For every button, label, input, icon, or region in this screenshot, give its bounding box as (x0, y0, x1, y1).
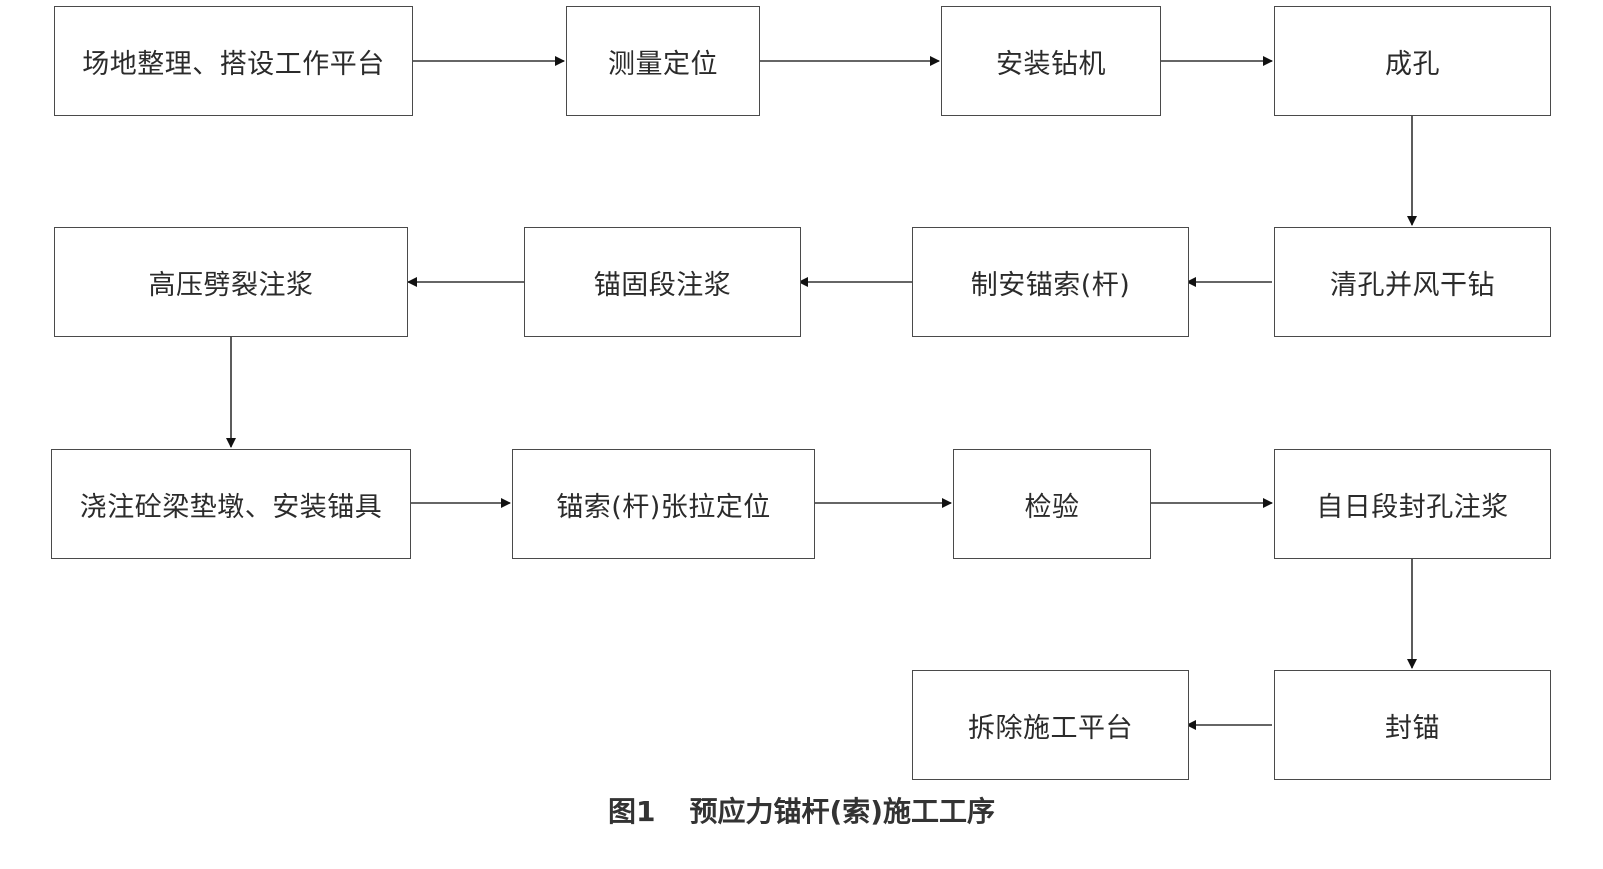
step-clean-hole: 清孔并风干钻 (1274, 227, 1551, 337)
figure-caption: 图1 预应力锚杆(索)施工工序 (0, 790, 1603, 830)
step-remove-platform: 拆除施工平台 (912, 670, 1189, 780)
step-tension-positioning: 锚索(杆)张拉定位 (512, 449, 815, 559)
step-seal-anchor: 封锚 (1274, 670, 1551, 780)
step-fabricate-anchor: 制安锚索(杆) (912, 227, 1189, 337)
step-inspection: 检验 (953, 449, 1151, 559)
figure-number: 图1 (607, 795, 656, 828)
step-pour-beam-install-anchorage: 浇注砼梁垫墩、安装锚具 (51, 449, 411, 559)
step-free-section-sealing: 自日段封孔注浆 (1274, 449, 1551, 559)
step-anchor-section-grouting: 锚固段注浆 (524, 227, 801, 337)
figure-title: 预应力锚杆(索)施工工序 (689, 795, 996, 828)
step-install-drill: 安装钻机 (941, 6, 1161, 116)
step-drill-hole: 成孔 (1274, 6, 1551, 116)
step-site-preparation: 场地整理、搭设工作平台 (54, 6, 413, 116)
step-high-pressure-grouting: 高压劈裂注浆 (54, 227, 408, 337)
step-survey-positioning: 测量定位 (566, 6, 760, 116)
